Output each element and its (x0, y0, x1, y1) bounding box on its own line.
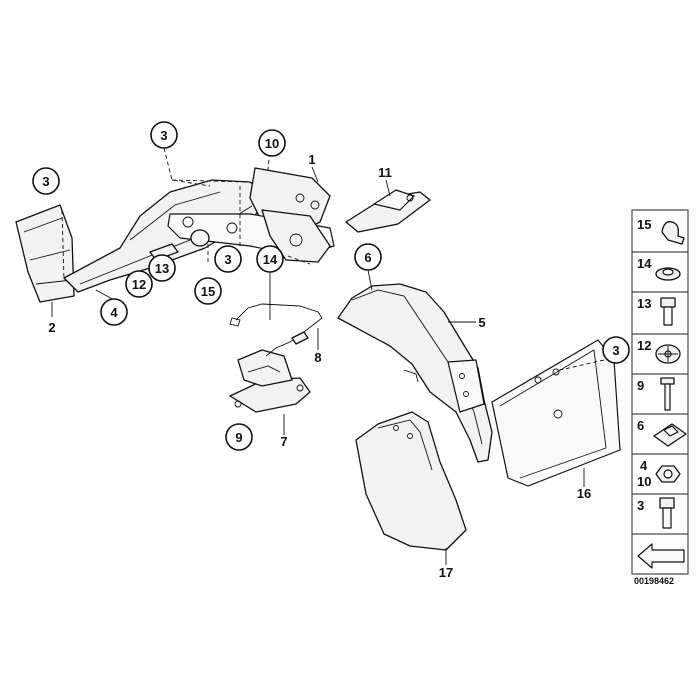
part-4-rear-carrier (63, 179, 269, 293)
part-11-cover (345, 189, 431, 233)
part-2-side-cover (15, 204, 75, 303)
label-11: 11 (378, 165, 392, 180)
part-7-holder (229, 349, 311, 413)
legend-row-12: 12 (631, 333, 689, 375)
legend-num-14: 14 (637, 256, 652, 271)
callout-3-mid-text: 3 (224, 252, 231, 267)
part-17-mud-flap (355, 411, 467, 551)
callout-14-text: 14 (263, 252, 278, 267)
callout-9-text: 9 (235, 430, 242, 445)
callout-4: 4 (100, 298, 128, 326)
callout-3-top-text: 3 (160, 128, 167, 143)
part-16-license-plate (491, 339, 621, 487)
label-1: 1 (308, 152, 315, 167)
leader-lines (51, 166, 585, 565)
callout-14: 14 (256, 245, 284, 273)
callout-3-left: 3 (32, 167, 60, 195)
callout-4-text: 4 (110, 305, 118, 320)
callout-10-text: 10 (265, 136, 279, 151)
legend-row-13: 13 (631, 291, 689, 335)
callout-15: 15 (194, 277, 222, 305)
screw-icon (659, 497, 675, 529)
hex-nut-icon (655, 465, 681, 483)
callout-6: 6 (354, 243, 382, 271)
legend-num-3: 3 (637, 498, 644, 513)
legend-num-4: 4 (640, 458, 648, 473)
arrow-icon (637, 543, 685, 569)
legend-row-9: 9 (631, 373, 689, 415)
dashed-reference-lines (61, 145, 605, 371)
callout-10: 10 (258, 129, 286, 157)
callout-3-right-text: 3 (612, 343, 619, 358)
legend-row-4-10: 4 10 (631, 453, 689, 495)
long-screw-icon (660, 377, 675, 411)
callout-13: 13 (148, 254, 176, 282)
callout-3-right: 3 (602, 336, 630, 364)
legend-num-12: 12 (637, 338, 651, 353)
callout-6-text: 6 (364, 250, 371, 265)
legend-num-6: 6 (637, 418, 644, 433)
legend-row-14: 14 (631, 251, 689, 293)
legend-column: 15 14 13 12 (631, 209, 689, 575)
callout-9: 9 (225, 423, 253, 451)
speed-nut-icon (655, 344, 681, 364)
label-7: 7 (280, 434, 287, 449)
legend-num-10: 10 (637, 474, 651, 489)
legend-num-13: 13 (637, 296, 651, 311)
callout-12-text: 12 (132, 277, 146, 292)
legend-row-arrow (631, 533, 689, 575)
label-16: 16 (577, 486, 591, 501)
label-8: 8 (314, 350, 321, 365)
clip-nut-icon (653, 423, 687, 447)
legend-row-15: 15 (631, 209, 689, 253)
part-8-cable (229, 303, 323, 357)
bolt-icon (660, 297, 676, 326)
legend-num-15: 15 (637, 217, 651, 232)
callout-13-text: 13 (155, 261, 169, 276)
grommet-icon (655, 267, 681, 281)
legend-num-9: 9 (637, 378, 644, 393)
label-5: 5 (478, 315, 485, 330)
part-5-rear-fender (337, 283, 493, 463)
diagram-code: 00198462 (634, 576, 674, 586)
callout-12: 12 (125, 270, 153, 298)
legend-row-3: 3 (631, 493, 689, 535)
legend-row-6: 6 (631, 413, 689, 455)
callout-15-text: 15 (201, 284, 215, 299)
callout-3-mid: 3 (214, 245, 242, 273)
callout-3-top: 3 (150, 121, 178, 149)
cable-clip-icon (661, 221, 685, 245)
label-17: 17 (439, 565, 453, 580)
callout-3-left-text: 3 (42, 174, 49, 189)
label-2: 2 (48, 320, 55, 335)
